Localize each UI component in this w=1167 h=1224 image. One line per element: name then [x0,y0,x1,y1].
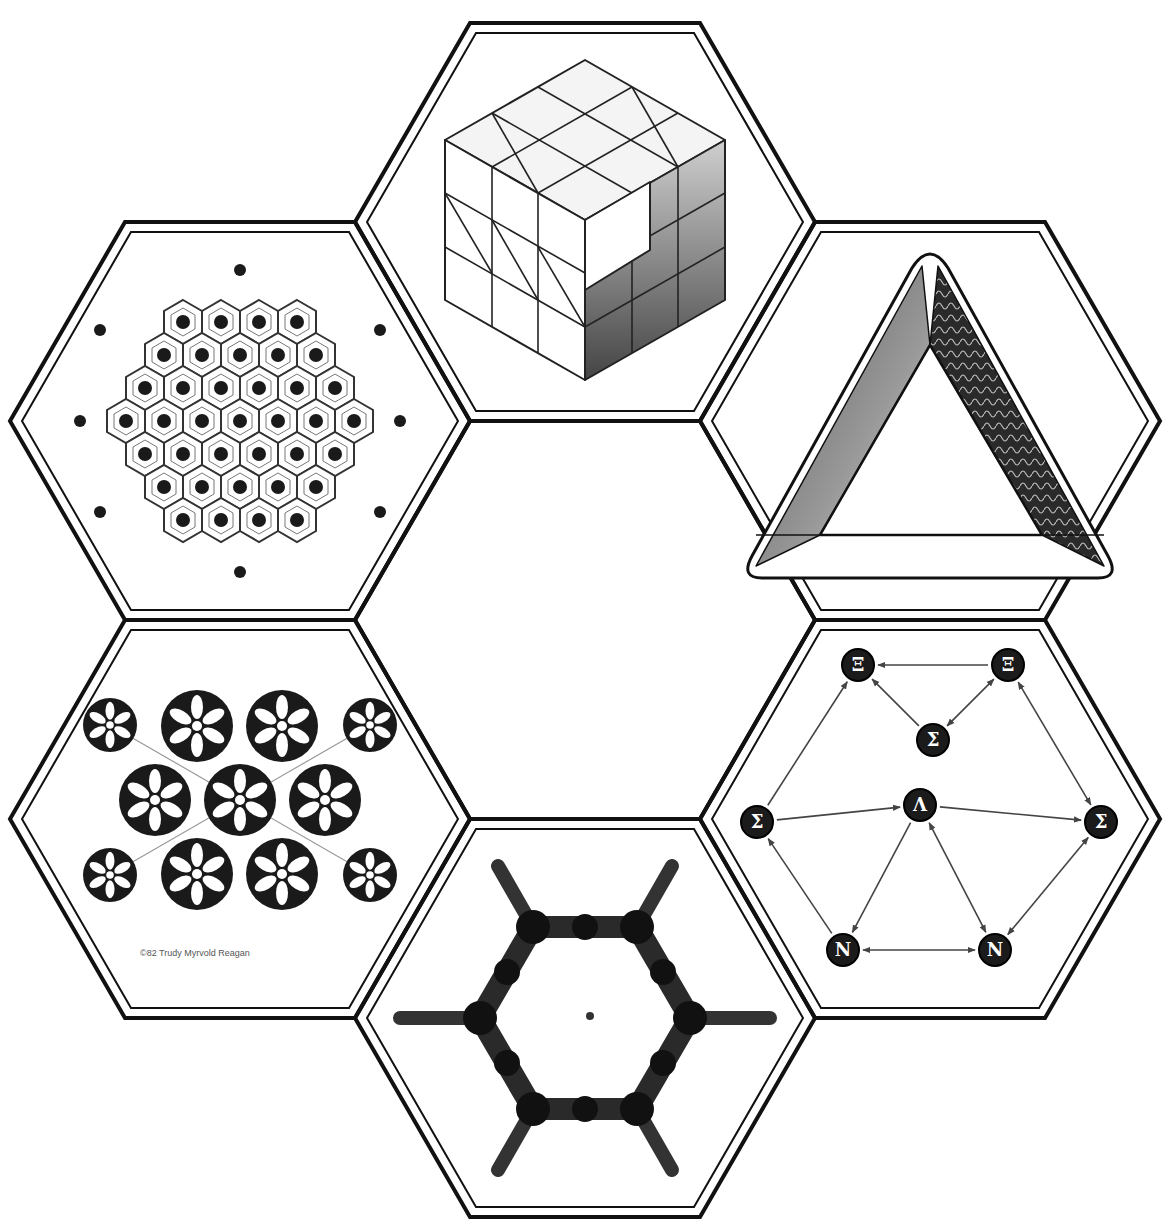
particle-circle: Ξ [991,648,1025,682]
hexagon-inner-outline [712,232,1148,610]
particle-symbol: Λ [913,796,927,814]
twisted-layer [585,182,650,290]
hexagon-inner-outline [367,33,803,411]
hexagon-inner-outline [22,630,458,1008]
benzene-ring [400,866,770,1170]
particle-circle: Σ [916,723,950,757]
particle-symbol: Σ [1095,813,1108,831]
particle-symbol: N [987,941,1003,959]
transition-arrow [947,679,994,726]
hexagonal-lattice [74,264,406,578]
cube-face [445,140,585,380]
puzzle-cube [445,60,725,380]
transition-arrow [777,807,900,820]
ring-atoms [463,910,707,1126]
lattice-dots [74,264,406,578]
particle-symbol: N [835,941,851,959]
ring-spokes [400,866,770,1170]
particle-symbol: Ξ [1002,656,1015,674]
thin-bonds [110,725,370,875]
transition-arrow [872,679,919,726]
particle-circle: Σ [1084,805,1118,839]
particle-circle: Ξ [841,648,875,682]
hexagon-inner-outline [367,829,803,1207]
particle-symbol: Σ [927,731,940,749]
band-line [756,534,1104,536]
flower-molecule [119,764,191,836]
particle-circle: Σ [740,805,774,839]
hexagon-inner-outline [22,232,458,610]
band-outline [748,254,1112,578]
band-triangle [748,254,1112,578]
hexagon-inner-outline [712,630,1148,1008]
transition-arrow [768,682,847,805]
transition-arrow [929,823,986,932]
transition-arrow [940,807,1081,820]
particle-symbol: Ξ [852,656,865,674]
transition-arrow [852,823,910,933]
flower-molecule [289,764,361,836]
copyright-text: ©82 Trudy Myrvold Reagan [140,948,250,958]
ring-body [480,927,690,1109]
transition-arrow [768,839,832,934]
particle-circle: N [826,933,860,967]
flower-molecule [343,698,397,752]
band-inner-triangle [820,345,1042,535]
transition-arrow [1008,837,1088,934]
particle-symbol: Σ [751,813,764,831]
flower-molecule [161,838,233,910]
flower-molecule [83,698,137,752]
molecule-cluster [83,690,397,910]
cube-grid [445,87,725,353]
transition-arrow [1018,682,1091,805]
transition-arrow [878,664,988,666]
flower-molecule [246,838,318,910]
flower-molecule [83,848,137,902]
particle-circle: Λ [903,788,937,822]
flower-molecule [204,764,276,836]
flower-molecule [246,690,318,762]
credit-line: ©82 Trudy Myrvold Reagan [140,941,250,960]
particle-circle: N [978,933,1012,967]
hexagon-frames [10,23,1160,1217]
ring-centre-dot [586,1012,594,1020]
flower-molecule [161,690,233,762]
cube-face [585,140,725,380]
transition-arrow [863,949,975,951]
flower-molecule [343,848,397,902]
